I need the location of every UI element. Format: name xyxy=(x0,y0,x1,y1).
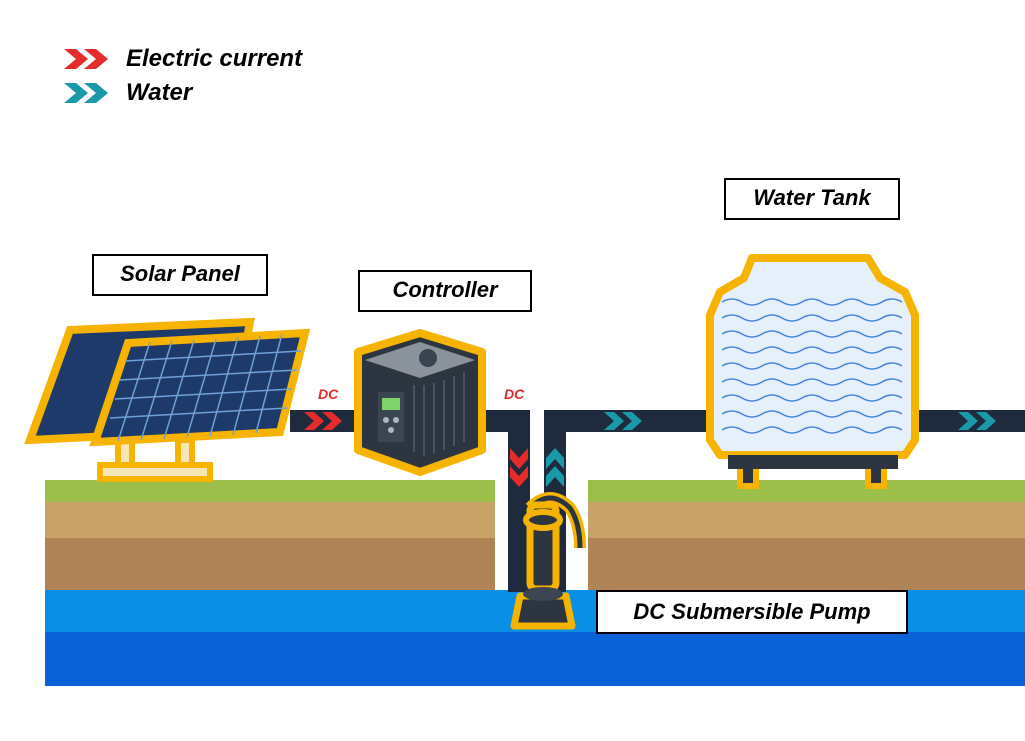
legend-label-electric: Electric current xyxy=(126,45,303,72)
ground-right xyxy=(588,480,1025,590)
water-tank-label: Water Tank xyxy=(724,178,900,220)
controller-label: Controller xyxy=(358,270,532,312)
double-chevron-teal-icon xyxy=(64,83,108,103)
legend-label-water: Water xyxy=(126,79,193,106)
water-tank xyxy=(706,254,919,489)
legend-item-water: Water xyxy=(62,76,302,110)
water-flow-arrows xyxy=(546,412,996,487)
electric-flow-arrows xyxy=(304,412,528,487)
submersible-pump xyxy=(510,492,586,630)
double-chevron-red-icon xyxy=(64,49,108,69)
controller-device xyxy=(354,329,486,476)
dc-label-controller-to-pump: DC xyxy=(504,386,525,402)
legend-item-electric: Electric current xyxy=(62,42,302,76)
dc-label-panel-to-controller: DC xyxy=(318,386,339,402)
solar-panel-label: Solar Panel xyxy=(92,254,268,296)
pump-label: DC Submersible Pump xyxy=(596,590,908,634)
legend: Electric current Water xyxy=(62,42,302,110)
solar-panel xyxy=(24,317,311,482)
ground-left xyxy=(45,480,495,590)
